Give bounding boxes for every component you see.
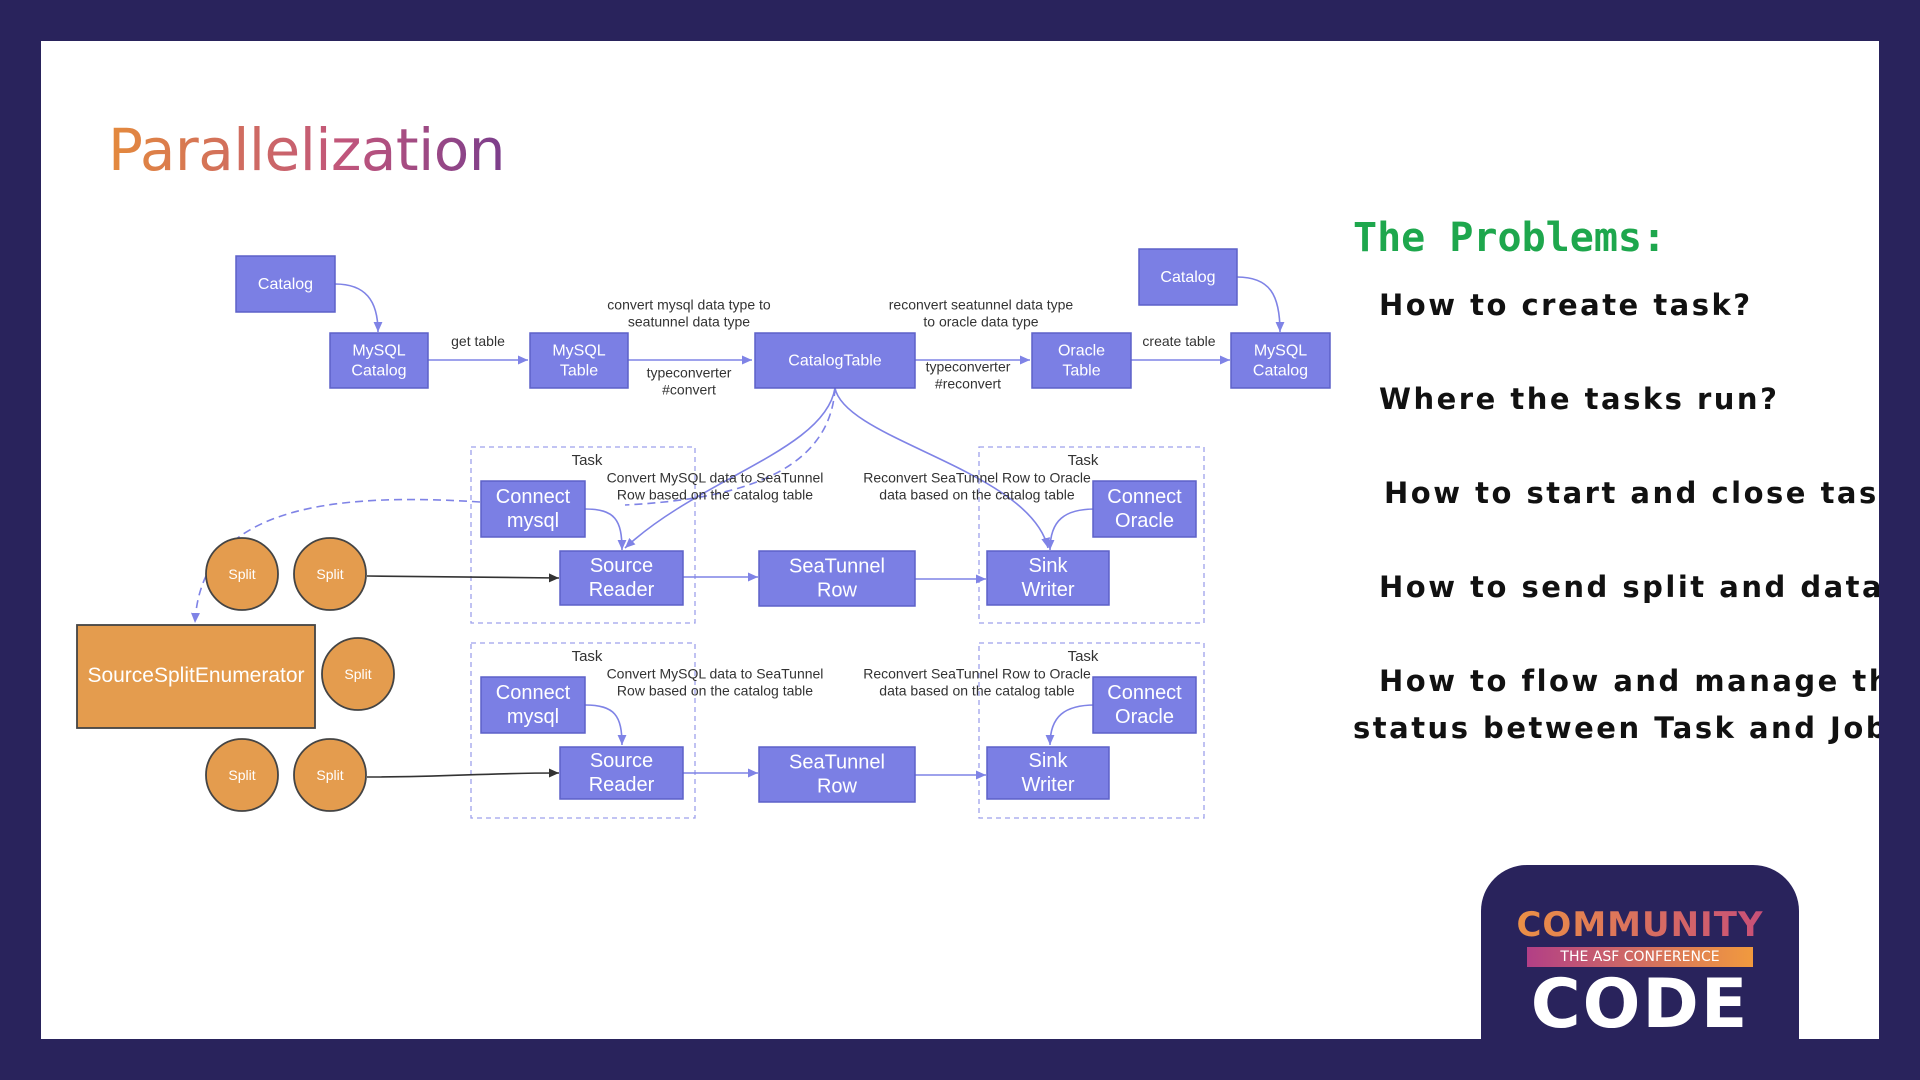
split-circle-label: Split [316, 767, 343, 783]
logo-code-text: CODE [1530, 965, 1750, 1039]
catalog-to-mysql-catalog-right-arrow [1236, 276, 1285, 333]
mysql-table-node [529, 332, 629, 389]
catalogtable-node-label: CatalogTable [788, 353, 882, 370]
split-to-reader-arrow-2 [366, 768, 560, 778]
catalog-node-right [1138, 248, 1238, 306]
catalogtable-to-writer-arrow [834, 387, 1051, 549]
seatunnel-row-node-1 [758, 550, 916, 607]
sink-writer-node-1 [986, 550, 1110, 606]
mysql-catalog-node-left [329, 332, 429, 389]
split-to-reader-arrow-1 [366, 573, 560, 583]
split-circle [321, 637, 395, 711]
source-split-enumerator-label: SourceSplitEnumerator [87, 664, 304, 687]
page-title: Parallelization [108, 116, 506, 184]
task-label: Task [1068, 452, 1099, 469]
source-reader-node-1 [559, 550, 684, 606]
sink-writer-node-2 [986, 746, 1110, 800]
connect-oracle-to-writer-arrow-1 [1045, 508, 1096, 551]
split-circle-label: Split [344, 666, 371, 682]
source-reader-node-2 [559, 746, 684, 800]
logo-band: THE ASF CONFERENCE [1527, 947, 1753, 967]
connect-oracle-to-writer-arrow-2 [1045, 704, 1096, 746]
catalog-to-mysql-catalog-arrow [334, 283, 383, 333]
catalogtable-node [754, 332, 916, 389]
problem-item: How to create task? [1379, 288, 1753, 322]
split-circle [293, 738, 367, 812]
split-circle [205, 738, 279, 812]
problem-item: How to send split and data ? [1379, 570, 1879, 604]
split-circle-label: Split [228, 566, 255, 582]
split-circle [205, 537, 279, 611]
catalog-node-left [235, 255, 336, 313]
oracle-table-node [1031, 332, 1132, 389]
typeconverter-reconvert-label: typeconverter#reconvert [926, 358, 1011, 391]
task-label: Task [1068, 648, 1099, 665]
connect-mysql-node-1 [480, 480, 586, 538]
connect-mysql-to-reader-arrow-1 [584, 508, 627, 551]
catalog-node-right-label: Catalog [1160, 269, 1215, 286]
connect-oracle-node-1 [1092, 480, 1197, 538]
problem-item: status between Task and Job? [1353, 711, 1879, 745]
get-table-label: get table [451, 333, 505, 349]
problem-item: How to start and close tasks? [1384, 476, 1879, 510]
catalogtable-dashed-arrow [624, 387, 836, 506]
split-circle [293, 537, 367, 611]
connect-mysql-to-enumerator-arrow [191, 498, 481, 624]
task-frame-sink-1 [978, 446, 1205, 624]
connect-mysql-to-reader-arrow-2 [584, 704, 627, 746]
catalog-node-left-label: Catalog [258, 276, 313, 293]
catalogtable-to-reader-arrow [624, 387, 836, 549]
logo-community-text: COMMUNITY [1481, 905, 1799, 945]
task-label: Task [572, 648, 603, 665]
connect-oracle-node-2 [1092, 676, 1197, 734]
task-frame-source-2 [470, 642, 696, 819]
task-frame-source-1 [470, 446, 696, 624]
mysql-catalog-node-right [1230, 332, 1331, 389]
source-split-enumerator [76, 624, 316, 729]
problem-item: How to flow and manage the [1379, 664, 1879, 698]
task-frame-sink-2 [978, 642, 1205, 819]
split-circle-label: Split [316, 566, 343, 582]
split-circle-label: Split [228, 767, 255, 783]
problem-item: Where the tasks run? [1379, 382, 1780, 416]
task-label: Task [572, 452, 603, 469]
seatunnel-row-node-2 [758, 746, 916, 803]
connect-mysql-node-2 [480, 676, 586, 734]
create-table-label: create table [1142, 333, 1215, 349]
typeconverter-convert-label: typeconverter#convert [647, 364, 732, 397]
community-code-logo: COMMUNITY THE ASF CONFERENCE CODE [1481, 865, 1799, 1039]
problems-heading: The Problems: [1353, 215, 1667, 261]
